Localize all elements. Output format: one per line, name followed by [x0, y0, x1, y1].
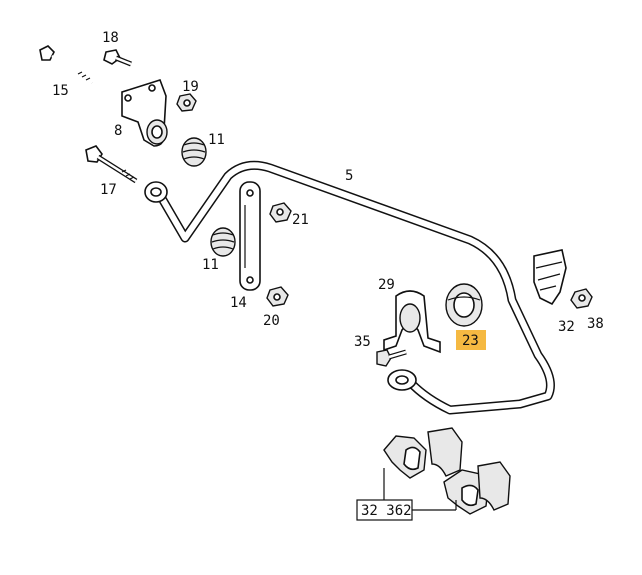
nut-20[interactable] [266, 286, 289, 307]
clamp-set-32-362[interactable] [383, 427, 511, 515]
callout-35: 35 [354, 334, 371, 350]
highlight-23 [456, 330, 486, 350]
callout-32362: 32 362 [361, 503, 412, 519]
bolt-17[interactable] [85, 145, 138, 184]
bar-end-eye-right[interactable] [387, 369, 417, 391]
rubber-bush-11-lower[interactable] [210, 227, 236, 257]
bar-end-eye-left[interactable] [144, 181, 168, 203]
callout-17: 17 [100, 182, 117, 198]
clamp-29[interactable] [383, 290, 441, 354]
stabilizer-bar[interactable] [155, 160, 555, 415]
nut-21[interactable] [269, 202, 292, 223]
leader-lines [383, 468, 457, 511]
bracket-32[interactable] [533, 249, 567, 306]
callout-11-lower: 11 [202, 257, 219, 273]
callout-32: 32 [558, 319, 575, 335]
rubber-mount-23[interactable] [445, 283, 483, 327]
callout-29: 29 [378, 277, 395, 293]
nut-19[interactable] [176, 93, 197, 112]
callout-18: 18 [102, 30, 119, 46]
bolt-15[interactable] [39, 45, 93, 85]
callout-8: 8 [114, 123, 122, 139]
callout-5: 5 [345, 168, 353, 184]
bolt-35[interactable] [376, 349, 407, 367]
callout-23: 23 [462, 333, 479, 349]
callout-15: 15 [52, 83, 69, 99]
callout-19: 19 [182, 79, 199, 95]
callout-38: 38 [587, 316, 604, 332]
callout-20: 20 [263, 313, 280, 329]
callout-21: 21 [292, 212, 309, 228]
callout-14: 14 [230, 295, 247, 311]
nut-38[interactable] [570, 288, 593, 309]
label-box-32362 [356, 499, 413, 521]
callout-11-upper: 11 [208, 132, 225, 148]
link-14[interactable] [239, 181, 261, 291]
bolt-18[interactable] [103, 49, 132, 67]
bracket-8[interactable] [121, 79, 168, 147]
rubber-bush-11-upper[interactable] [181, 137, 207, 167]
